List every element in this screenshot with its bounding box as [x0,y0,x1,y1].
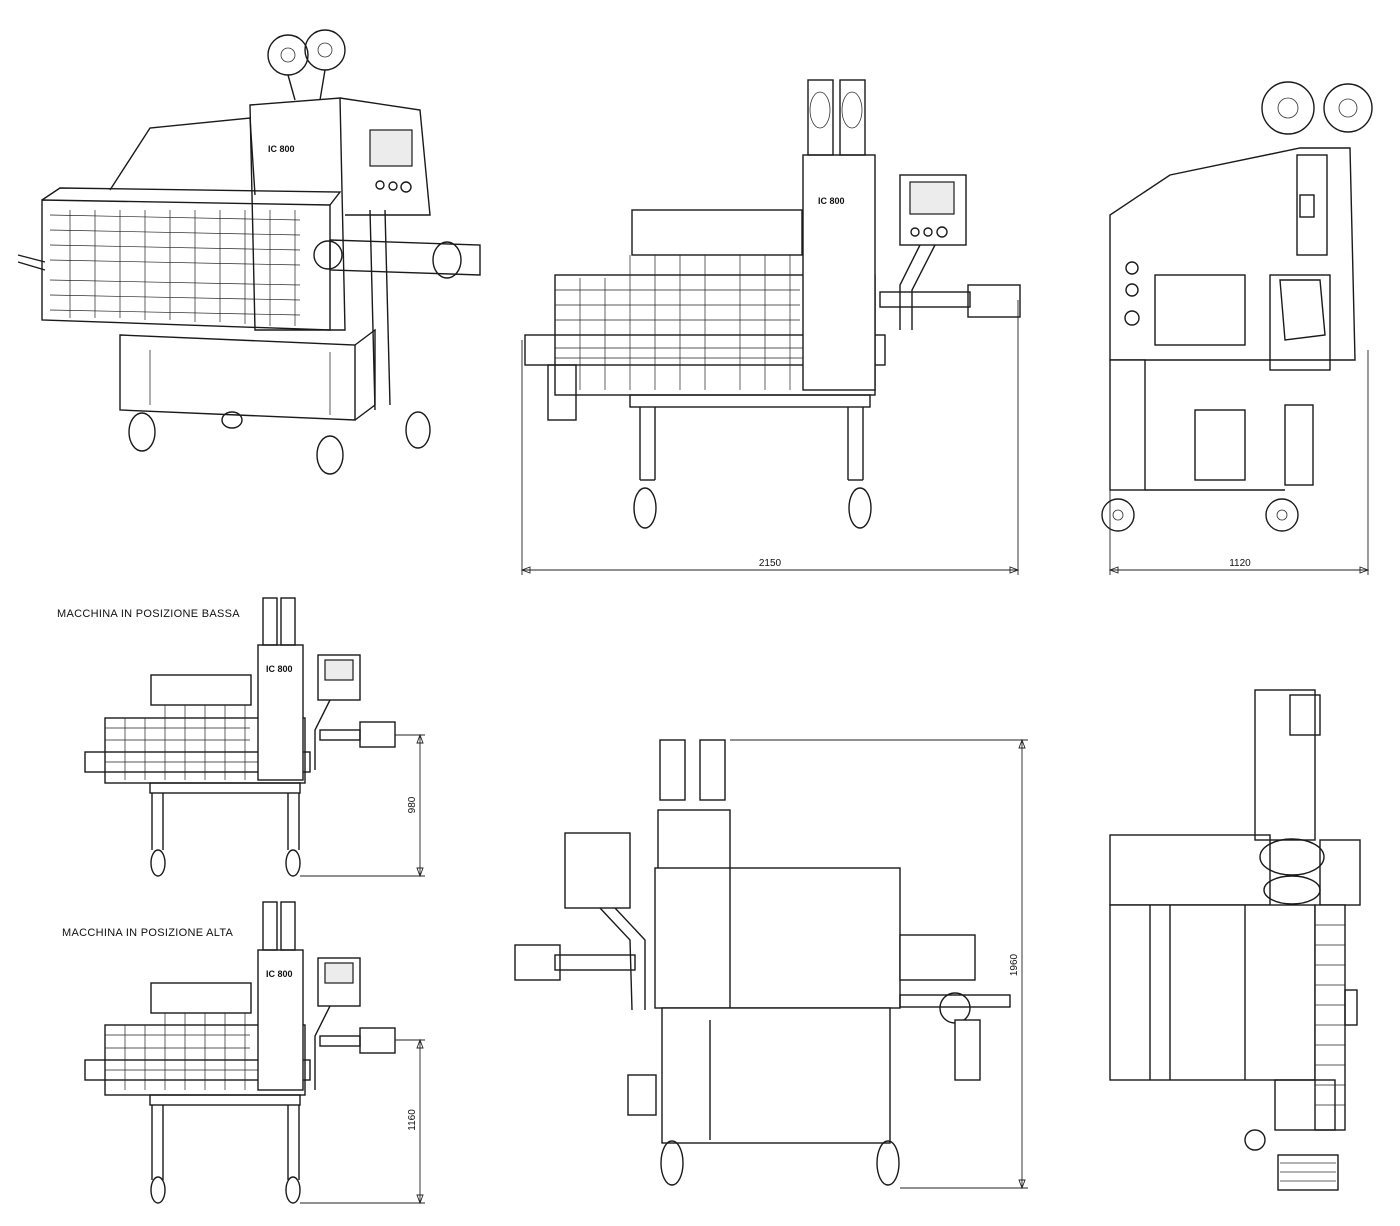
isometric-control-screen [369,129,413,167]
dimension-height-high: 1160 [407,1109,418,1131]
top-grille [1315,924,1345,1106]
front-view: IC 800 2150 [520,79,1021,575]
front-logo: IC 800 [818,196,845,206]
isometric-wheels [128,411,431,475]
high-logo: IC 800 [266,969,293,979]
top-view [1109,689,1361,1191]
dimension-width: 1120 [1229,558,1251,569]
front-control-screen [909,181,955,215]
low-position-view: MACCHINA IN POSIZIONE BASSA IC 800 [57,597,425,878]
low-logo: IC 800 [266,664,293,674]
low-position-label: MACCHINA IN POSIZIONE BASSA [57,608,240,620]
side-view: 1120 [1101,81,1373,575]
isometric-reels [267,29,346,101]
high-position-view: MACCHINA IN POSIZIONE ALTA IC 800 [62,901,425,1205]
low-grille [105,705,300,780]
high-position-label: MACCHINA IN POSIZIONE ALTA [62,927,234,939]
isometric-view: IC 800 [17,29,481,475]
dimension-height-total: 1960 [1009,953,1020,976]
dimension-length: 2150 [759,558,782,569]
dimension-height-low: 980 [407,796,418,813]
rear-view: 1960 [514,738,1028,1190]
isometric-logo: IC 800 [268,144,295,154]
isometric-grille [49,210,301,326]
